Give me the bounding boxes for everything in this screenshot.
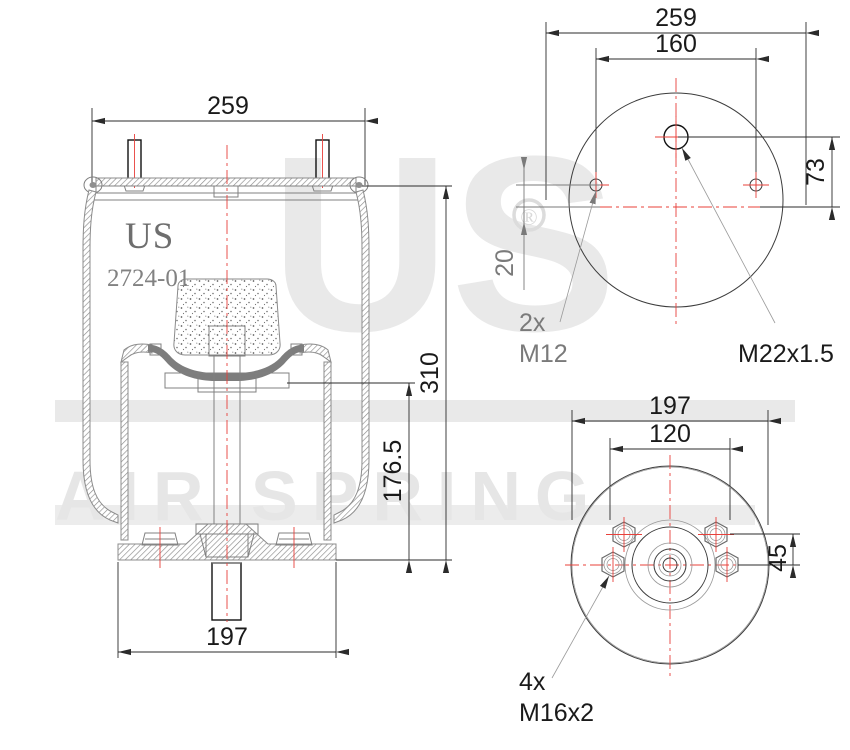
callout-thread-m12: M12 [519, 340, 568, 368]
callout-port-m22: M22x1.5 [681, 147, 834, 368]
dim-label-45: 45 [764, 544, 792, 572]
dim-label-197-front: 197 [206, 623, 248, 651]
callout-count-4x: 4x [519, 668, 546, 696]
callout-bolts-m16: 4x M16x2 [519, 575, 610, 727]
hex-bolt-bottom-right [715, 547, 739, 582]
dim-label-197-bottom: 197 [649, 392, 691, 420]
dim-label-20: 20 [491, 249, 519, 277]
product-logo: US 2724-01 [107, 216, 190, 292]
base-plate-assembly [117, 523, 337, 568]
callout-thread-m16: M16x2 [519, 699, 594, 727]
bottom-stud [211, 562, 242, 621]
logo-part-number: 2724-01 [107, 265, 190, 292]
dim-label-176-5: 176.5 [379, 440, 407, 503]
callout-studs-m12: 2x M12 [519, 190, 597, 368]
rubber-bead-seal [148, 343, 304, 381]
bottom-piston-view: 197 120 [519, 392, 800, 727]
base-hex-nut-right [275, 527, 313, 568]
dim-offset-73: 73 [678, 136, 840, 220]
hex-bolt-top-right [698, 517, 734, 552]
dim-bottom-width-197: 197 [117, 562, 349, 658]
base-hex-nut-left [141, 527, 179, 568]
callout-thread-m22: M22x1.5 [738, 340, 834, 368]
callout-count-2x: 2x [519, 309, 546, 337]
dim-height-1765: 176.5 [287, 382, 415, 573]
dim-offset-20: 20 [491, 157, 600, 290]
dim-label-73: 73 [802, 158, 830, 186]
dim-bottom-197: 197 [571, 392, 781, 525]
watermark-tagline: AIR SPRING [55, 457, 603, 535]
dim-bolt-span-120: 120 [609, 420, 743, 520]
dim-top-width-259: 259 [91, 92, 378, 185]
center-boss-rings [624, 519, 716, 611]
internal-bumper [173, 278, 281, 357]
logo-brand-text: US [125, 216, 174, 257]
svg-text:®: ® [520, 205, 537, 230]
top-plate-view: 259 160 [491, 4, 840, 368]
watermark-layer: US AIR SPRING ® [55, 104, 795, 535]
dim-label-310: 310 [416, 352, 444, 394]
hex-bolt-top-left [606, 517, 642, 552]
dim-top-259: 259 [545, 4, 819, 205]
bellows-inner-fold [120, 343, 332, 541]
dim-label-160: 160 [655, 30, 697, 58]
stud-hole-right [743, 172, 769, 198]
top-plate-assembly [83, 176, 369, 201]
watermark-bar-lower [55, 505, 755, 525]
hex-bolt-bottom-left [601, 547, 625, 582]
dim-offset-45: 45 [730, 533, 800, 578]
dim-label-120: 120 [649, 420, 691, 448]
dim-bolt-span-160: 160 [595, 30, 769, 190]
front-section-view: 259 [82, 92, 452, 658]
dim-label-259-top: 259 [655, 4, 697, 32]
bellows-outer-wall [82, 189, 370, 524]
dim-label-259-front: 259 [207, 92, 249, 120]
